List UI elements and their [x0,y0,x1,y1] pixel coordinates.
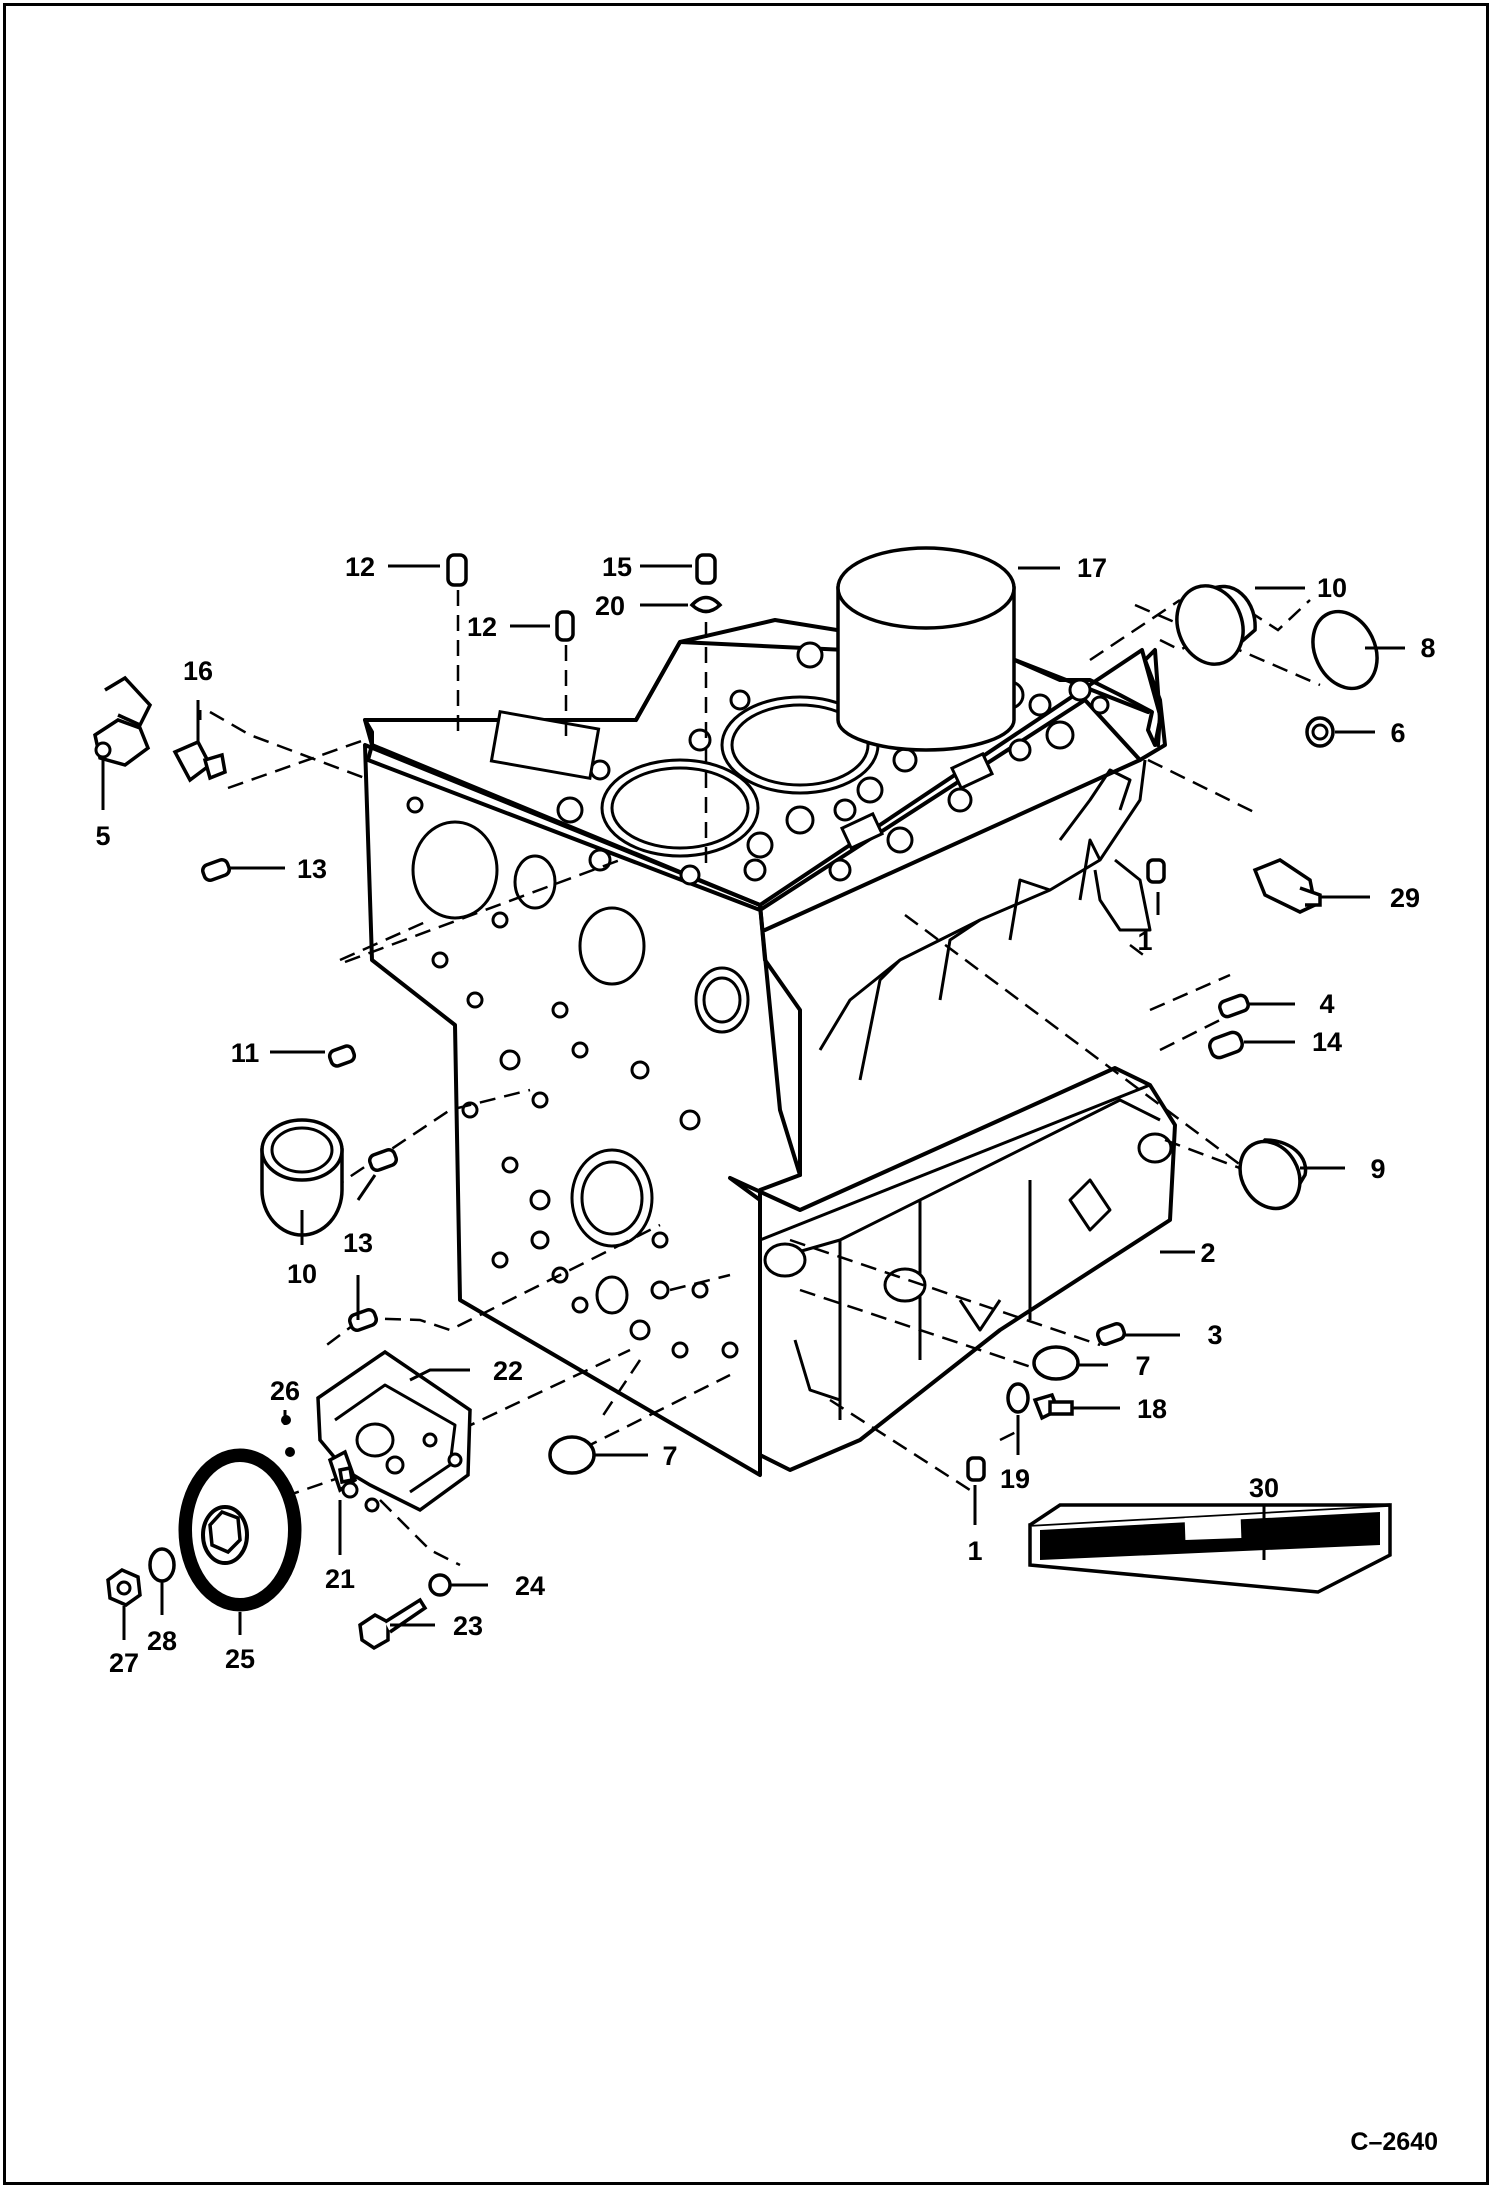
cylinder-bores [489,641,1110,886]
cylinder-block [363,618,1167,1477]
callout-26: 26 [270,1376,300,1406]
dowel-pin-12a [446,553,468,587]
bolt-18 [1032,1392,1074,1421]
washer-28 [148,1547,176,1583]
callout-21: 21 [325,1564,355,1594]
dowel-pin-1-upper [1146,858,1166,884]
callout-27: 27 [109,1648,139,1678]
callout-23: 23 [453,1611,483,1641]
pin-11 [327,1044,357,1068]
callout-labels: 1 1 2 3 4 5 6 7 7 8 9 10 10 11 12 12 13 … [95,552,1435,1678]
callout-20: 20 [595,591,625,621]
callout-7-right: 7 [1135,1351,1150,1381]
callout-7-left: 7 [662,1441,677,1471]
callout-13-lower: 13 [343,1228,373,1258]
callout-2: 2 [1200,1238,1215,1268]
callout-19: 19 [1000,1464,1030,1494]
callout-13-upper: 13 [297,854,327,884]
front-face-openings [406,796,750,1359]
oil-seal-10-left [260,1118,344,1237]
callout-22: 22 [493,1356,523,1386]
callout-12-lower: 12 [467,612,497,642]
plug-8 [1311,609,1379,691]
nut-27 [106,1567,142,1608]
callout-1-upper: 1 [1137,926,1152,956]
pin-4 [1218,993,1250,1019]
oil-seal-9 [1238,1138,1308,1211]
washer-24 [428,1573,452,1597]
callout-29: 29 [1390,883,1420,913]
dowel-pin-15 [695,553,717,585]
pin-3 [1095,1321,1127,1347]
plug-20 [689,595,723,614]
callout-6: 6 [1390,718,1405,748]
callout-8: 8 [1420,633,1435,663]
callout-18: 18 [1137,1394,1167,1424]
pin-lower-left [347,1307,379,1333]
callout-1-lower: 1 [967,1536,982,1566]
figure-id: C–2640 [1350,2128,1438,2156]
callout-25: 25 [225,1644,255,1674]
callout-5: 5 [95,821,110,851]
callout-4: 4 [1319,989,1334,1019]
dowel-pin-12b [555,610,575,642]
dowel-pin-1-lower [966,1456,986,1482]
callout-3: 3 [1207,1320,1222,1350]
callout-16: 16 [183,656,213,686]
callout-15: 15 [602,552,632,582]
callout-17: 17 [1077,553,1107,583]
oil-pressure-switch-29 [1252,858,1322,914]
union-16 [172,739,227,783]
plug-6 [1305,716,1335,748]
cylinder-liner [836,546,1016,752]
callout-24: 24 [515,1571,545,1601]
callout-leaders [101,564,1405,1640]
gasket-kit-30 [1028,1503,1392,1594]
pin-13-upper [200,857,232,883]
callout-30: 30 [1249,1473,1279,1503]
callout-9: 9 [1370,1154,1385,1184]
callout-28: 28 [147,1626,177,1656]
plug-7-left [548,1435,596,1475]
lower-crankcase [728,1066,1177,1472]
callout-10-top: 10 [1317,573,1347,603]
callout-10-left: 10 [287,1259,317,1289]
fitting-5 [93,675,153,767]
oil-pump-22 [281,1349,472,1513]
page-border [3,3,1489,2185]
oil-pump-gear-25 [178,1448,302,1612]
callout-11: 11 [231,1038,260,1068]
pin-14 [1208,1030,1244,1060]
callout-14: 14 [1312,1027,1342,1057]
expansion-plug-10-top [1175,584,1257,666]
callout-12-upper: 12 [345,552,375,582]
plug-7-right [1032,1345,1080,1381]
washer-19 [1006,1382,1030,1414]
pin-13-lower [367,1147,399,1173]
